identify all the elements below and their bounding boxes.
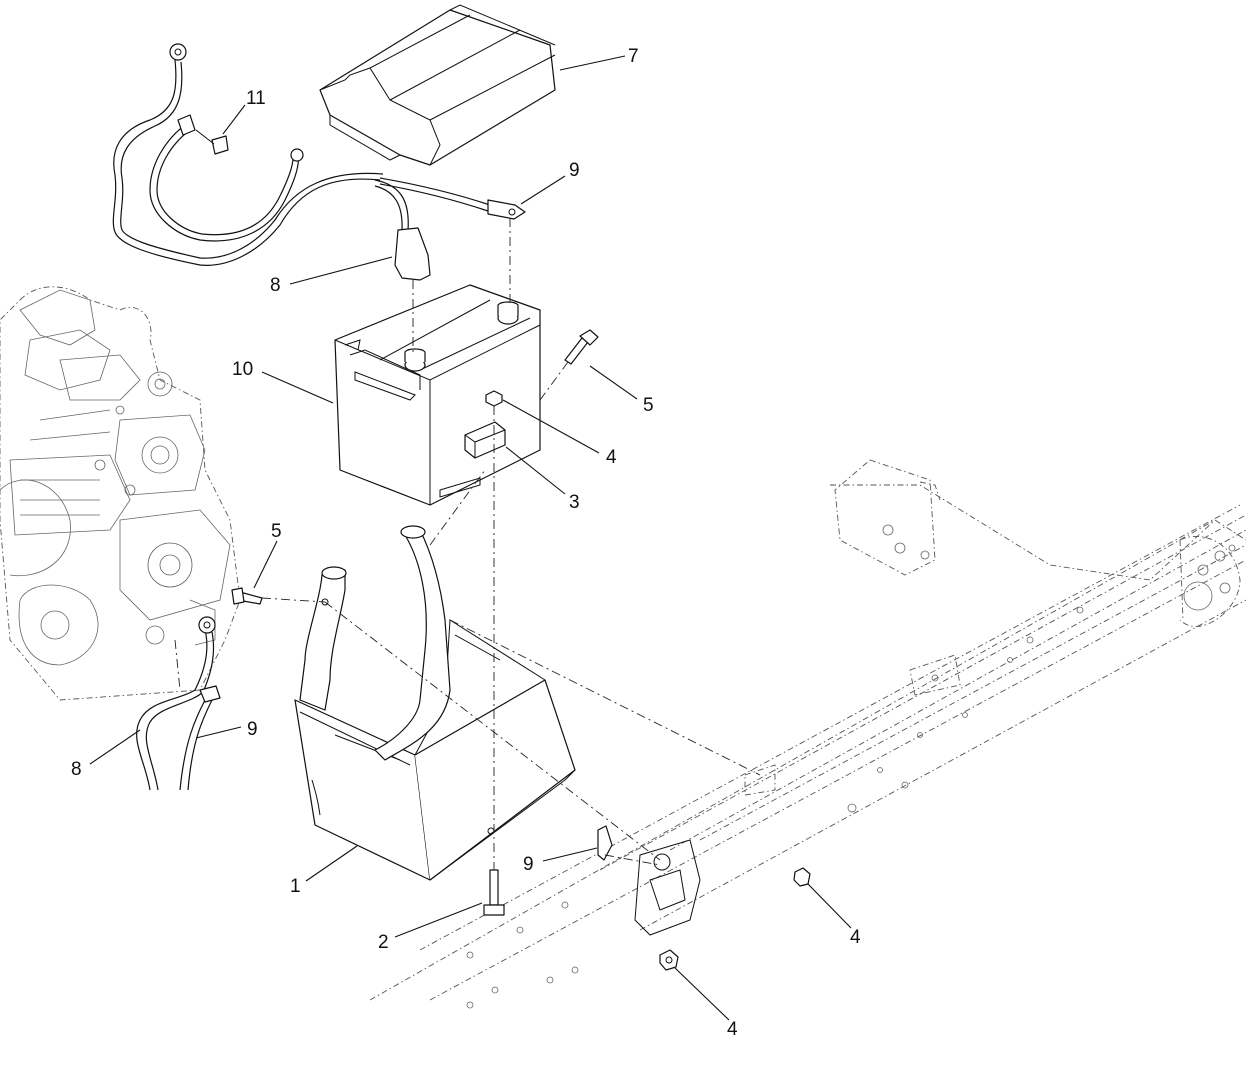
carriage-bolt	[483, 869, 505, 916]
callout-5-lower: 5	[271, 521, 282, 542]
callout-2: 2	[378, 932, 389, 953]
callout-7: 7	[628, 46, 639, 67]
callout-4-bottom: 4	[727, 1019, 738, 1040]
callout-8: 8	[270, 275, 281, 296]
callout-8-lower: 8	[71, 759, 82, 780]
nut-frame-right	[793, 867, 811, 887]
ground-cable-assembly	[112, 43, 384, 266]
bolt-lower	[231, 587, 263, 605]
callout-3: 3	[569, 492, 580, 513]
battery-tray	[294, 525, 576, 881]
alignment-lines	[174, 218, 761, 870]
callout-4: 4	[606, 447, 617, 468]
engine-phantom	[0, 286, 241, 701]
callout-1: 1	[290, 876, 301, 897]
callout-5: 5	[643, 395, 654, 416]
battery	[334, 284, 541, 506]
callout-9-lower: 9	[247, 719, 258, 740]
callout-9-frame: 9	[523, 854, 534, 875]
callout-9: 9	[569, 160, 580, 181]
callout-10: 10	[232, 359, 253, 380]
frame-bracket	[634, 839, 701, 936]
positive-cable-assembly	[374, 177, 526, 281]
lower-cable-assembly	[136, 616, 613, 861]
callout-11: 11	[246, 88, 266, 109]
leader-lines	[89, 55, 852, 1021]
frame-rail-phantom	[369, 459, 1246, 1009]
callout-labels: 7 11 9 8 10 5 4 3 5 9 8 1 9 2 4 4	[71, 46, 861, 1040]
callout-4-right: 4	[850, 927, 861, 948]
battery-cover	[319, 4, 556, 166]
bolt-upper	[564, 329, 599, 365]
nut-frame-bottom	[659, 949, 679, 971]
